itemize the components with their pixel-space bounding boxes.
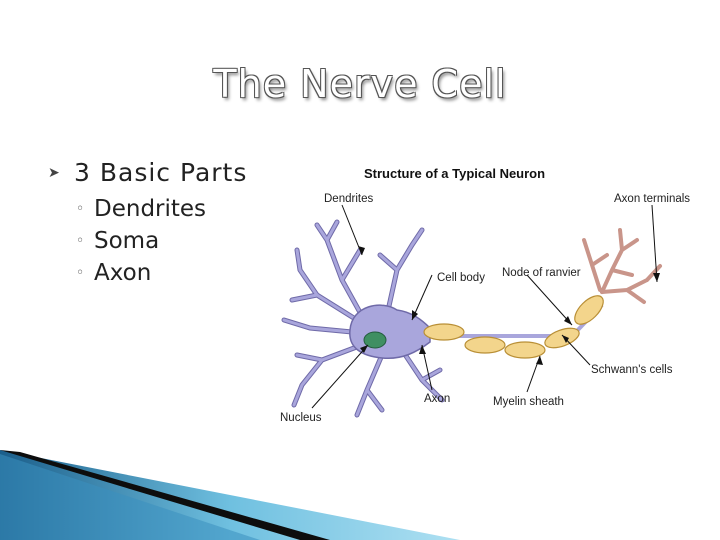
hollow-circle-icon: ◦ bbox=[76, 233, 85, 249]
cell-body-shape bbox=[349, 304, 431, 360]
hollow-circle-icon: ◦ bbox=[76, 265, 85, 281]
axon-terminal-branches bbox=[582, 228, 662, 304]
nucleus-shape bbox=[363, 331, 387, 349]
hollow-circle-icon: ◦ bbox=[76, 201, 85, 217]
label-axon-terminals: Axon terminals bbox=[614, 193, 690, 205]
sub-bullet-axon: ◦ Axon bbox=[76, 257, 247, 289]
bullet-arrow-icon: ➤ bbox=[48, 164, 61, 181]
sub-bullet-text: Soma bbox=[94, 228, 160, 254]
main-bullet-text: 3 Basic Parts bbox=[74, 158, 248, 187]
label-myelin-sheath: Myelin sheath bbox=[493, 396, 564, 408]
label-cell-body: Cell body bbox=[437, 272, 485, 284]
myelin-segments bbox=[423, 295, 604, 359]
neuron-diagram: Structure of a Typical Neuron Dendrites … bbox=[272, 160, 712, 425]
sub-bullet-list: ◦ Dendrites ◦ Soma ◦ Axon bbox=[48, 193, 247, 289]
label-dendrites: Dendrites bbox=[324, 193, 373, 205]
label-axon: Axon bbox=[424, 393, 450, 405]
sub-bullet-text: Dendrites bbox=[94, 196, 207, 222]
decorative-corner-band bbox=[0, 450, 460, 540]
neuron-diagram-svg: Structure of a Typical Neuron Dendrites … bbox=[280, 166, 690, 424]
label-node-of-ranvier: Node of ranvier bbox=[502, 267, 581, 279]
diagram-title: Structure of a Typical Neuron bbox=[364, 166, 545, 181]
sub-bullet-dendrites: ◦ Dendrites bbox=[76, 193, 247, 225]
label-nucleus: Nucleus bbox=[280, 412, 322, 424]
sub-bullet-soma: ◦ Soma bbox=[76, 225, 247, 257]
bullet-list: ➤ 3 Basic Parts ◦ Dendrites ◦ Soma ◦ Axo… bbox=[48, 158, 247, 289]
sub-bullet-text: Axon bbox=[94, 260, 152, 286]
main-bullet: ➤ 3 Basic Parts bbox=[48, 158, 247, 187]
slide-title: The Nerve Cell bbox=[213, 62, 507, 106]
label-schwanns-cells: Schwann's cells bbox=[591, 364, 673, 376]
